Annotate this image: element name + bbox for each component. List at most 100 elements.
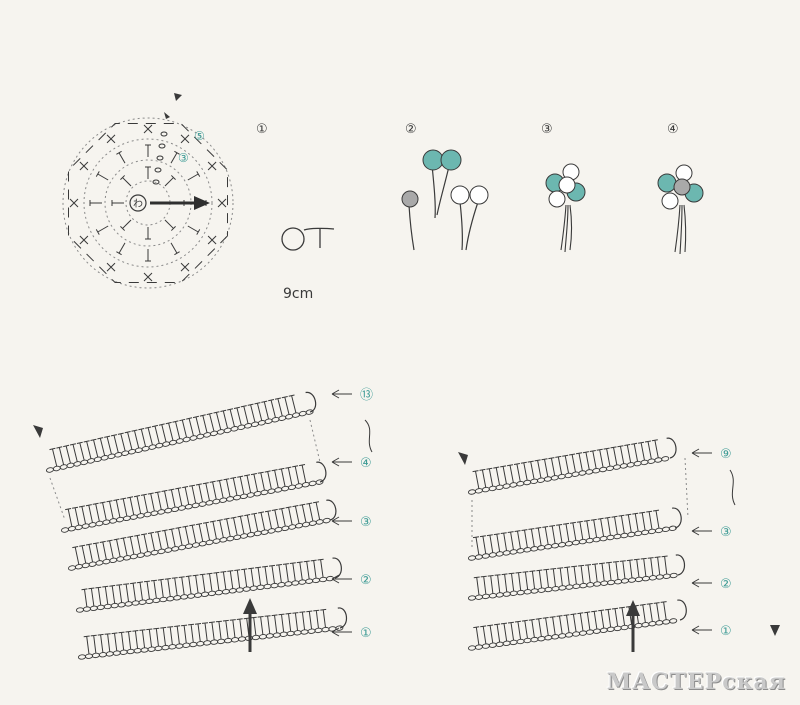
chain-stitch [253, 490, 262, 497]
dc-stitch [653, 509, 660, 529]
dc-stitch [110, 434, 119, 453]
dc-stitch [251, 512, 259, 532]
teal-bead [440, 149, 462, 171]
chain-stitch [46, 467, 54, 473]
dc-stitch [131, 429, 140, 449]
dc-stitch [274, 397, 283, 417]
left-start-marker-icon [33, 425, 43, 438]
chain-stitch [543, 476, 552, 482]
dc-stitch [639, 603, 646, 623]
dc-stitch [296, 561, 303, 581]
chain-stitch [467, 645, 477, 651]
chain-stitch [265, 633, 274, 639]
chain-stitch [129, 553, 138, 560]
chain-stitch [60, 527, 70, 533]
chain-stitch [295, 522, 304, 529]
chain-stitch [662, 573, 671, 579]
dc-stitch [575, 452, 583, 472]
row-label: ① [720, 624, 732, 639]
dc-stitch [577, 612, 584, 632]
chain-stitch [564, 541, 573, 547]
teal-bead [657, 173, 677, 193]
chain-stitch-mark [158, 143, 166, 149]
dc-stitch [486, 467, 494, 487]
dc-stitch [109, 584, 116, 604]
chain-stitch [67, 565, 77, 571]
dc-stitch [288, 394, 297, 414]
dc-stitch [194, 623, 202, 642]
chain-stitch [592, 628, 601, 634]
dc-stitch [113, 498, 121, 518]
dc-stitch [508, 572, 515, 592]
dc-stitch-mark [187, 171, 201, 181]
dc-stitch [185, 575, 192, 595]
chain-stitch [178, 544, 187, 551]
left-skip-wave [364, 419, 373, 453]
sc-stitch-mark [106, 262, 116, 272]
chain-stitch [91, 652, 100, 659]
dc-stitch [549, 616, 556, 635]
chain-stitch [294, 483, 303, 489]
dc-stitch-mark [116, 242, 126, 256]
dc-stitch [85, 504, 93, 523]
chain-stitch [138, 599, 147, 605]
dc-stitch [317, 558, 324, 578]
chain-stitch [619, 463, 628, 469]
chain-stitch [191, 542, 200, 548]
chain-stitch [502, 550, 511, 556]
stitch-row [77, 607, 347, 660]
chain-stitch [592, 536, 601, 543]
dc-stitch [583, 519, 591, 539]
dc-stitch [189, 484, 197, 504]
dc-stitch [168, 528, 176, 547]
chain-stitch [502, 591, 511, 597]
chain-stitch [171, 546, 180, 552]
chain-stitch [152, 597, 161, 604]
chain-stitch [536, 477, 546, 483]
stitch-row [467, 507, 682, 561]
chain-stitch [509, 482, 518, 488]
chain-stitch [565, 632, 574, 638]
chain-stitch [212, 498, 221, 505]
dc-stitch [487, 575, 494, 594]
dc-stitch [175, 526, 183, 546]
chain-stitch [613, 625, 622, 632]
chain-stitch [77, 654, 87, 660]
dc-stitch [557, 567, 564, 586]
dc-stitch [97, 437, 106, 456]
dc-stitch [262, 565, 269, 585]
dc-stitch [134, 534, 142, 554]
sc-stitch-mark [79, 235, 89, 245]
dc-stitch [209, 480, 217, 500]
dc-stitch [514, 620, 522, 640]
chain-stitch [281, 485, 290, 492]
motif-outline [68, 123, 228, 283]
chain-stitch-mark [154, 167, 162, 173]
dc-stitch [633, 558, 640, 578]
chain-stitch [572, 583, 581, 589]
dc-stitch [624, 444, 632, 463]
dc-stitch [97, 633, 104, 653]
chain-stitch [157, 509, 166, 515]
chain-stitch [537, 545, 546, 551]
dc-stitch [216, 479, 224, 499]
dc-stitch [188, 623, 195, 643]
dc-stitch [72, 546, 80, 565]
chain-stitch [217, 638, 226, 645]
dc-stitch [281, 396, 290, 415]
dc-stitch [528, 528, 535, 547]
chain-stitch [481, 553, 490, 559]
dc-stitch [90, 634, 97, 654]
chain-stitch [558, 585, 567, 591]
chain-stitch [662, 619, 671, 625]
row-pointer-arrow [331, 389, 352, 399]
chain-stitch [82, 606, 91, 612]
dc-stitch [227, 408, 235, 427]
white-bead [661, 192, 679, 210]
dc-stitch [69, 443, 78, 463]
chain-stitch [474, 644, 483, 650]
chain-stitch [605, 465, 615, 472]
sc-stitch-mark [217, 198, 227, 208]
chain-stitch [239, 493, 248, 500]
